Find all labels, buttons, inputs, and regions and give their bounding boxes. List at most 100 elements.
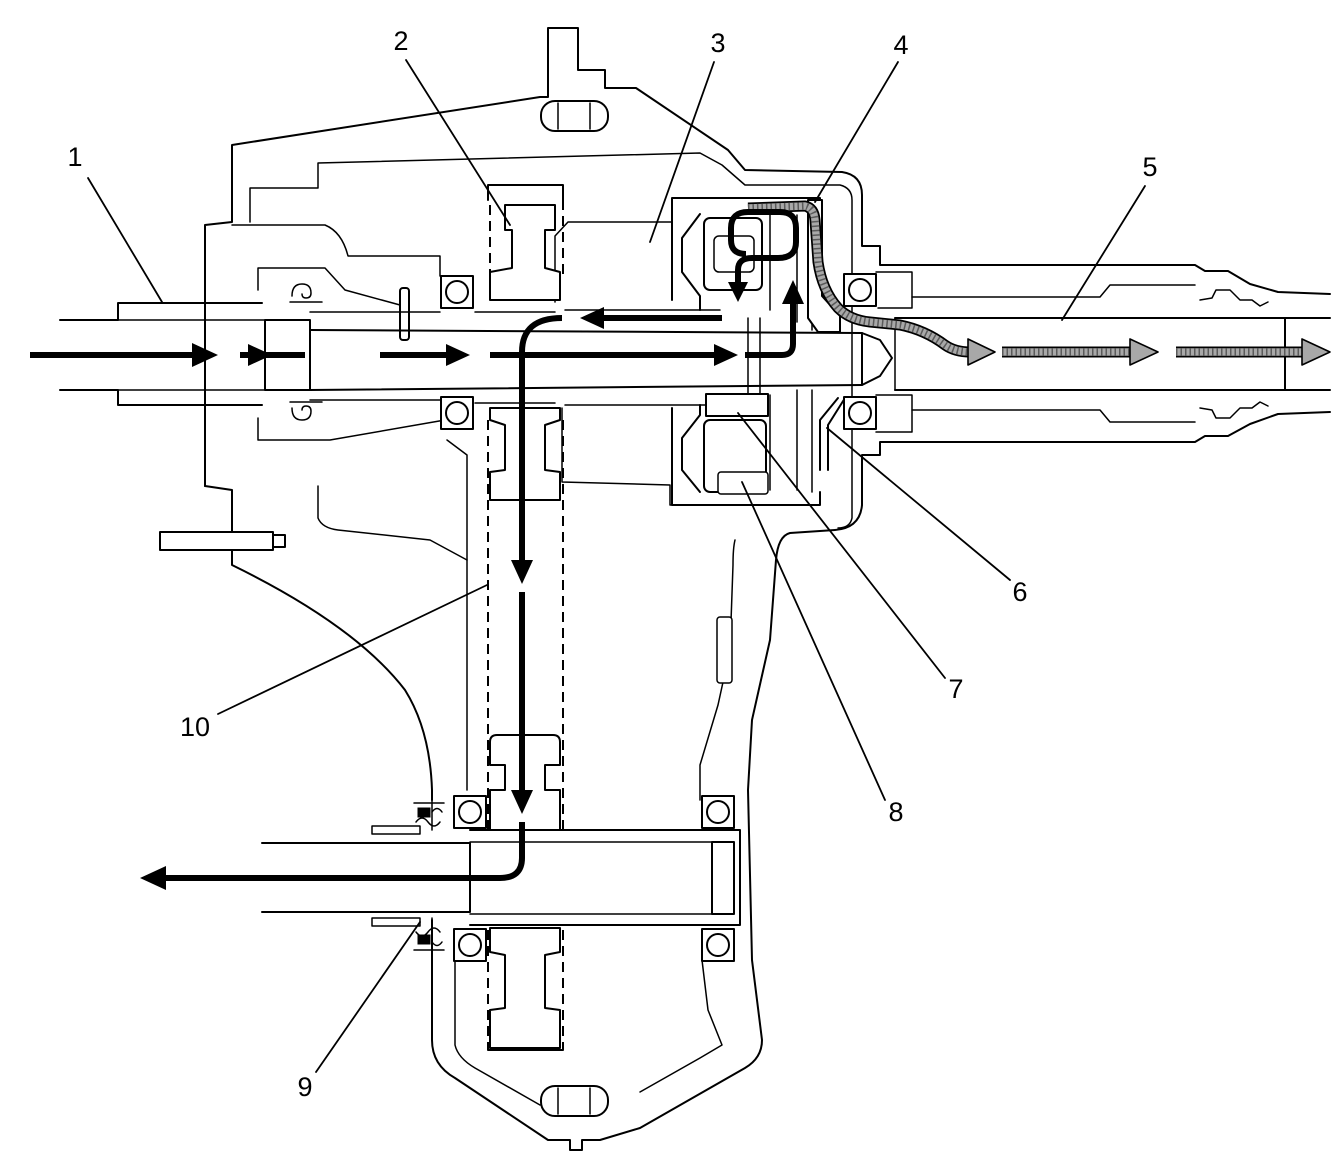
bearing [701,795,735,829]
housing-inner-wall-top [249,152,853,529]
callout-label-4: 4 [893,30,908,60]
top-mount-bolt [540,100,609,132]
bearing [453,928,487,962]
callout-label-5: 5 [1142,152,1157,182]
input-seal-lower [289,401,323,421]
arrowhead-up [782,280,804,304]
housing-inner-wall-bottom-right [639,959,723,1093]
callout-labels: 1 2 3 4 5 6 7 8 9 10 [67,26,1157,1102]
drive-sprocket [489,204,561,501]
ring-gear-teeth-top [681,213,701,311]
chain-case-inner-wall-right [699,539,736,801]
housing-inner-bore-lower-left [257,417,446,441]
leader-4 [814,61,899,203]
rear-extension-inner-lower [911,409,1196,423]
planetary-up-flow [745,302,796,358]
callout-label-9: 9 [297,1072,312,1102]
leader-7 [737,412,946,679]
main-shaft-pilot [861,332,893,386]
ring-gear-bottom [671,407,821,506]
housing-inner-cavity-upper-left [231,224,441,277]
rear-extension-inner-upper [911,284,1196,298]
shift-pin [399,287,410,341]
housing-outline-upper [204,27,1331,487]
rear-bearing-retainer-upper [875,271,913,309]
driven-sprocket-lower [489,927,561,1049]
housing-outline-rear-lower [861,411,1331,506]
bearing-ball [706,800,730,824]
primary-power-flow [30,209,804,890]
bearing-ball [458,800,482,824]
bearings [440,273,877,962]
bottom-mount-bolt [540,1085,609,1117]
front-output-tube [469,829,741,926]
gray-arrowhead [1129,338,1159,366]
bottom-mount-bolt-detail [557,1087,591,1115]
leader-5 [1061,185,1146,321]
arrowhead-down [511,790,533,814]
input-yoke-upper [59,302,263,321]
rear-output-power-flow [747,200,1331,366]
bearing [453,795,487,829]
locating-dowel [159,531,274,551]
callout-label-2: 2 [393,26,408,56]
bearing-ball [445,401,469,425]
bearing [701,928,735,962]
ring-gear-teeth-bottom [681,404,701,493]
arrowhead-right [446,344,470,366]
housing [204,27,1331,1151]
housing-inner-bore-upper-left [257,267,401,306]
bearing [843,396,877,430]
chain-span-dashed [487,420,564,832]
leader-10 [217,584,488,715]
main-shaft-top-line [309,329,863,334]
rear-output-shaft-lines [894,317,1331,391]
housing-outline-front-right [431,504,863,1151]
bearing-ball [445,280,469,304]
arrowhead-left [580,307,604,329]
callout-label-7: 7 [948,674,963,704]
drive-chain [487,184,564,1051]
bearing [440,275,474,309]
gray-flow-path-texture [747,202,971,356]
rear-boot-lower [1199,401,1269,419]
leader-9 [315,921,421,1073]
fasteners [159,100,609,1117]
seals [289,283,445,951]
bearing-ball [458,933,482,957]
sun-gear-hub [747,317,761,401]
callout-label-1: 1 [67,142,82,172]
main-shaft-bottom-line [309,384,863,391]
front-seal-upper [413,802,445,827]
leader-lines [87,59,1146,1073]
front-output-flow [162,822,525,881]
gray-arrowhead [1301,338,1331,366]
arrowhead-left [140,866,166,890]
housing-inner-web-left [317,485,468,561]
bearing-ball [706,933,730,957]
input-yoke-lower [59,389,263,406]
leader-3 [649,61,715,243]
chain-top-cap [487,184,564,201]
callout-label-3: 3 [710,28,725,58]
leader-1 [87,177,163,303]
callout-label-8: 8 [888,797,903,827]
planetary-base-ledge [561,407,691,506]
drive-sprocket-upper [489,204,561,301]
leader-6 [826,427,1011,581]
front-seal-lower [413,927,445,951]
range-hub-outline [554,221,673,303]
bearing-ball [848,401,872,425]
callout-label-6: 6 [1012,577,1027,607]
arrowhead-down [728,282,748,302]
chain-case-inner-wall-left [446,439,468,791]
front-output-end-plug [711,841,735,915]
housing-inner-wall-bottom-left [454,929,541,1106]
gray-arrowhead [967,338,996,366]
front-output-bore [469,841,713,915]
arrowhead-right [714,344,738,366]
chain-drop-flow [519,315,563,565]
top-mount-bolt-detail [557,102,591,130]
main-shaft [309,309,893,406]
